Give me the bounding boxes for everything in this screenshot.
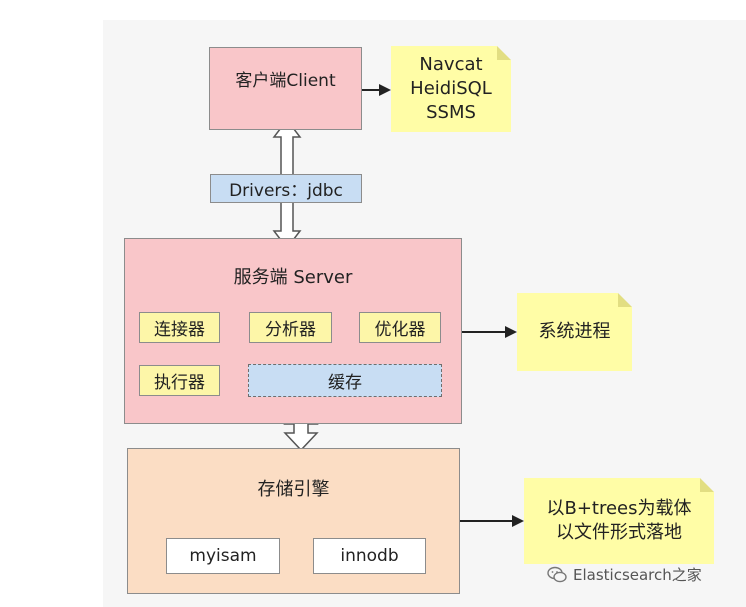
client-tool-item: HeidiSQL <box>410 78 492 99</box>
client-box: 客户端Client <box>209 47 362 130</box>
module-connector: 连接器 <box>139 312 220 343</box>
watermark-text: Elasticsearch之家 <box>573 566 702 584</box>
module-label: 分析器 <box>265 320 316 340</box>
engine-myisam: myisam <box>166 538 280 574</box>
storage-note-line: 以B+trees为载体 <box>546 498 692 519</box>
cache-label: 缓存 <box>328 373 362 393</box>
client-tools-note: Navcat HeidiSQL SSMS <box>391 46 511 132</box>
client-label: 客户端Client <box>235 71 336 91</box>
module-label: 连接器 <box>154 320 205 340</box>
storage-note-arrow-head <box>512 515 524 527</box>
server-note: 系统进程 <box>517 293 632 371</box>
client-tools-arrow-head <box>379 84 391 96</box>
note-fold <box>618 293 632 307</box>
engine-innodb: innodb <box>313 538 426 574</box>
note-fold <box>497 46 511 60</box>
engine-label: myisam <box>189 546 257 566</box>
server-note-arrow-head <box>505 326 517 338</box>
storage-note-line: 以文件形式落地 <box>556 522 682 543</box>
storage-title: 存储引擎 <box>257 479 330 500</box>
storage-note: 以B+trees为载体 以文件形式落地 <box>524 478 714 564</box>
drivers-label: Drivers：jdbc <box>229 181 343 201</box>
server-title: 服务端 Server <box>233 267 353 288</box>
module-label: 优化器 <box>374 320 426 340</box>
module-cache: 缓存 <box>248 364 442 397</box>
module-executor: 执行器 <box>139 365 220 396</box>
server-note-label: 系统进程 <box>538 321 611 342</box>
client-tool-item: Navcat <box>419 54 483 75</box>
wechat-icon <box>547 566 567 582</box>
module-optimizer: 优化器 <box>359 312 441 343</box>
client-tool-item: SSMS <box>426 102 476 123</box>
watermark: Elasticsearch之家 <box>547 564 702 585</box>
module-analyzer: 分析器 <box>249 312 332 343</box>
drivers-box: Drivers：jdbc <box>210 174 362 203</box>
engine-label: innodb <box>340 546 399 566</box>
module-label: 执行器 <box>154 373 205 393</box>
note-fold <box>700 478 714 492</box>
